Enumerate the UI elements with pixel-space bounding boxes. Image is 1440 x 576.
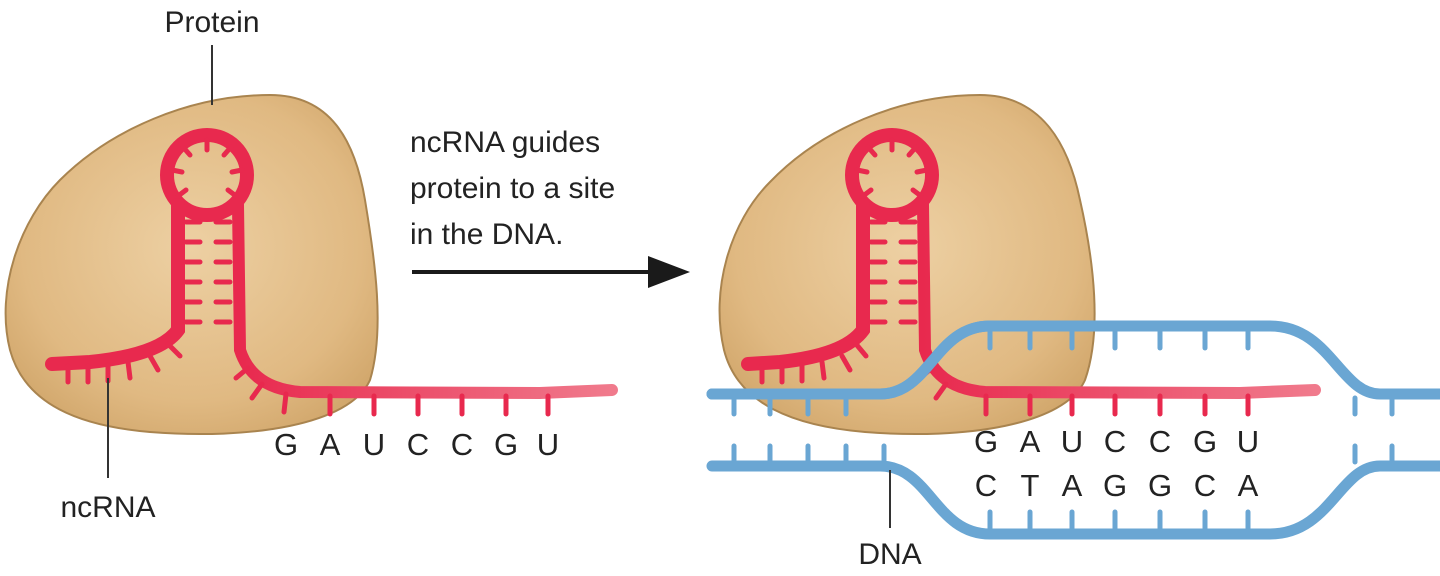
- dna-label: DNA: [858, 538, 921, 571]
- dna-base: A: [1062, 468, 1083, 503]
- rna-base: A: [320, 427, 341, 462]
- rna-base: U: [363, 427, 385, 462]
- rna-base: U: [1237, 424, 1259, 459]
- dna-base: A: [1238, 468, 1259, 503]
- caption-line-2: protein to a site: [410, 172, 615, 205]
- rna-base: G: [974, 424, 998, 459]
- rna-base: A: [1020, 424, 1041, 459]
- rna-base: G: [494, 427, 518, 462]
- dna-base: C: [1194, 468, 1216, 503]
- dna-sequence-complement: C T A G G C A: [975, 468, 1259, 503]
- dna-top-strand-front: [706, 320, 996, 400]
- caption-line-3: in the DNA.: [410, 218, 563, 251]
- dna-base: C: [975, 468, 997, 503]
- rna-base: C: [1149, 424, 1171, 459]
- ncrna-label: ncRNA: [60, 491, 155, 524]
- rna-sequence-left: G A U C C G U: [274, 427, 559, 462]
- rna-base: U: [537, 427, 559, 462]
- left-complex: G A U C C G U Protein ncRNA: [4, 6, 618, 524]
- rna-base: C: [407, 427, 429, 462]
- dna-base: G: [1103, 468, 1127, 503]
- ncrna-strand-left: [45, 128, 618, 417]
- arrow-right-icon: [412, 256, 690, 288]
- right-complex: G A U C C G U C T A G G C A DNA: [706, 93, 1440, 571]
- rna-sequence-right: G A U C C G U: [974, 424, 1259, 459]
- protein-label: Protein: [164, 6, 259, 39]
- caption-block: ncRNA guides protein to a site in the DN…: [410, 126, 615, 251]
- rna-base: C: [451, 427, 473, 462]
- rna-base: C: [1104, 424, 1126, 459]
- rna-base: G: [274, 427, 298, 462]
- rna-base: G: [1193, 424, 1217, 459]
- protein-blob-left: [4, 93, 379, 436]
- dna-base: G: [1148, 468, 1172, 503]
- rna-base: U: [1061, 424, 1083, 459]
- dna-bottom-strand: [706, 443, 1440, 540]
- dna-base: T: [1021, 468, 1040, 503]
- protein-blob-right: [718, 93, 1096, 436]
- caption-line-1: ncRNA guides: [410, 126, 600, 159]
- ncrna-strand-right: [741, 128, 1321, 417]
